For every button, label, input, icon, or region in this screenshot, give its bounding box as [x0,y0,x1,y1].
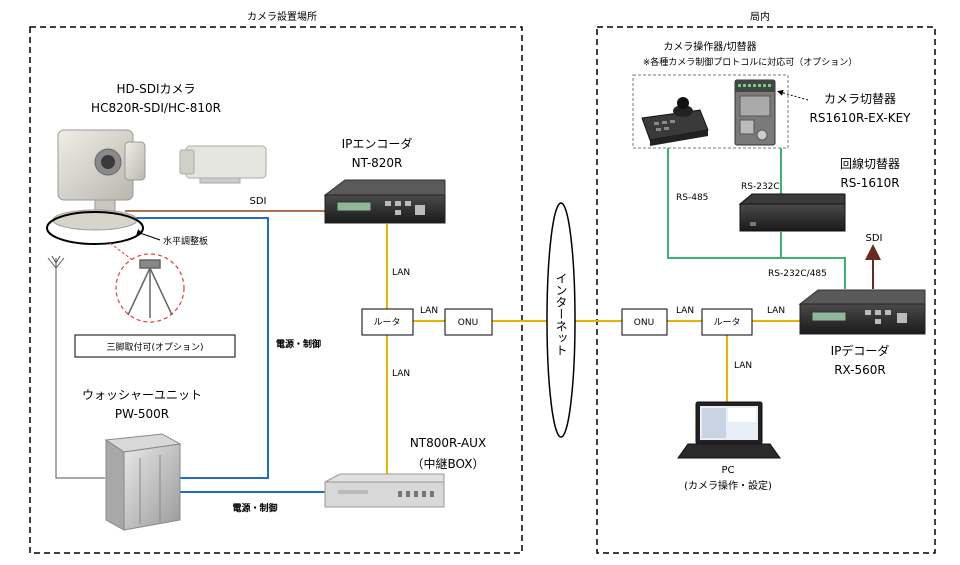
rs232c-label: RS-232C [741,182,780,192]
antenna-icon [47,255,65,276]
line-switch-image [738,193,846,232]
pc-subtitle: (カメラ操作・設定) [684,479,772,492]
mount-plate-highlight [46,211,144,245]
line-switch-title: 回線切替器 [840,156,900,171]
area-camera-site-label: カメラ設置場所 [247,10,317,23]
camera-switch-title: カメラ切替器 [824,92,896,106]
washer-model: PW-500R [115,407,169,421]
lan-label-6: LAN [734,361,752,371]
tripod-label: 三脚取付可(オプション) [106,342,203,353]
power-control-label-bottom: 電源・制御 [232,502,277,514]
housing-camera-image [179,145,267,184]
camera-switch-leader [777,89,809,101]
washer-image [104,433,182,531]
router-left [361,308,414,336]
camera-switch-model: RS1610R-EX-KEY [810,111,912,125]
onu-left [444,308,493,336]
camera-image [52,129,146,231]
mount-label-leader [136,229,161,241]
controller-group-title: カメラ操作器/切替器 [663,40,756,53]
sdi-out-label: SDI [866,233,883,244]
controller-group-note: ※各種カメラ制御プロトコルに対応可（オプション） [643,56,858,68]
decoder-image [798,289,926,335]
onu-right-label: ONU [634,318,654,328]
washer-title: ウォッシャーユニット [82,388,202,402]
lan-label-3: LAN [420,306,438,316]
lan-label-2: LAN [392,369,410,379]
tripod-label-box [74,334,236,358]
tripod-image [127,259,173,318]
router-right-label: ルータ [713,317,740,328]
relay-title: NT800R-AUX [410,436,486,450]
camera-switch-image [734,79,776,146]
lan-label-5: LAN [767,306,785,316]
onu-left-label: ONU [458,318,478,328]
tripod-leader [109,242,136,263]
encoder-image [323,179,446,224]
router-left-label: ルータ [373,317,400,328]
area-camera-site [29,26,523,554]
mount-plate-label: 水平調整板 [163,235,208,247]
area-station-label: 局内 [750,10,770,23]
encoder-model: NT-820R [352,156,403,170]
relay-box-image [324,473,445,508]
internet-label: インターネット [554,272,568,356]
internet-cloud [546,202,576,438]
camera-model: HC820R-SDI/HC-810R [91,101,221,115]
relay-subtitle: （中継BOX） [412,456,485,471]
decoder-title: IPデコーダ [831,343,890,358]
rs485-label: RS-485 [676,193,708,203]
power-control-line-camera [130,217,269,479]
power-control-label-vertical: 電源・制御 [276,338,321,350]
rs485-line [667,148,846,289]
antenna-cable [55,275,105,479]
camera-title: HD-SDIカメラ [117,82,196,96]
pc-laptop-image [677,401,781,459]
router-right [701,308,753,336]
pc-title: PC [721,465,734,476]
decoder-model: RX-560R [834,363,886,377]
line-switch-model: RS-1610R [840,176,899,190]
sdi-label: SDI [250,196,267,207]
encoder-title: IPエンコーダ [342,136,413,151]
onu-right [621,308,668,336]
lan-label-4: LAN [676,306,694,316]
area-station [596,26,936,554]
joystick-controller-image [641,97,709,146]
rs232c485-label: RS-232C/485 [768,269,827,279]
lan-label-1: LAN [392,268,410,278]
